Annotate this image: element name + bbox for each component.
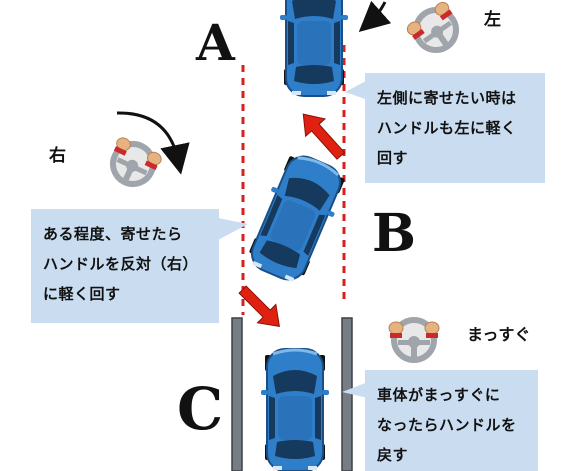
callout-c: 車体がまっすぐに なったらハンドルを 戻す xyxy=(365,370,538,471)
callout-pointer-a xyxy=(345,80,368,100)
callout-pointer-c xyxy=(342,382,368,398)
callout-b: ある程度、寄せたら ハンドルを反対（右） に軽く回す xyxy=(31,209,219,323)
steering-wheel-icon-left xyxy=(404,0,469,62)
callout-b-line-2: ハンドルを反対（右） xyxy=(43,255,199,273)
point-label-c: C xyxy=(177,375,224,443)
point-label-b: B xyxy=(372,203,416,264)
curb-right xyxy=(341,317,353,471)
car-icon-b xyxy=(239,147,353,289)
callout-b-line-1: ある程度、寄せたら xyxy=(43,225,183,243)
callout-a-line-2: ハンドルも左に軽く xyxy=(377,119,517,137)
steering-wheel-icon-right xyxy=(102,134,164,194)
steering-wheel-icon-straight xyxy=(388,318,440,362)
callout-pointer-b xyxy=(218,218,248,240)
curb-left xyxy=(231,317,243,471)
arrow-icon-b-to-c xyxy=(238,285,280,327)
callout-a-line-1: 左側に寄せたい時は xyxy=(377,89,517,107)
callout-b-line-3: に軽く回す xyxy=(43,285,121,303)
callout-c-line-3: 戻す xyxy=(377,446,409,464)
callout-c-line-2: なったらハンドルを xyxy=(377,416,517,434)
callout-a: 左側に寄せたい時は ハンドルも左に軽く 回す xyxy=(365,73,545,183)
callout-c-line-1: 車体がまっすぐに xyxy=(377,386,501,404)
wheel-label-right: 右 xyxy=(49,146,66,166)
arrow-icon-a-to-b xyxy=(302,113,346,160)
point-label-a: A xyxy=(196,13,235,72)
rotate-arrow-icon-right xyxy=(116,111,190,175)
rotate-arrow-icon-left xyxy=(358,0,392,32)
car-icon-c xyxy=(259,347,331,471)
car-icon-a xyxy=(278,0,350,98)
wheel-label-straight: まっすぐ xyxy=(467,325,531,344)
callout-a-line-3: 回す xyxy=(377,149,409,167)
wheel-label-left: 左 xyxy=(484,10,501,30)
